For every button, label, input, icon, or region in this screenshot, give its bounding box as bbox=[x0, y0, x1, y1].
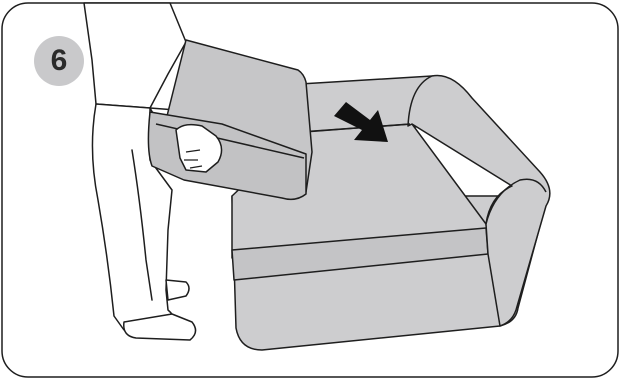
step-badge: 6 bbox=[34, 36, 84, 86]
step-number: 6 bbox=[51, 46, 68, 76]
